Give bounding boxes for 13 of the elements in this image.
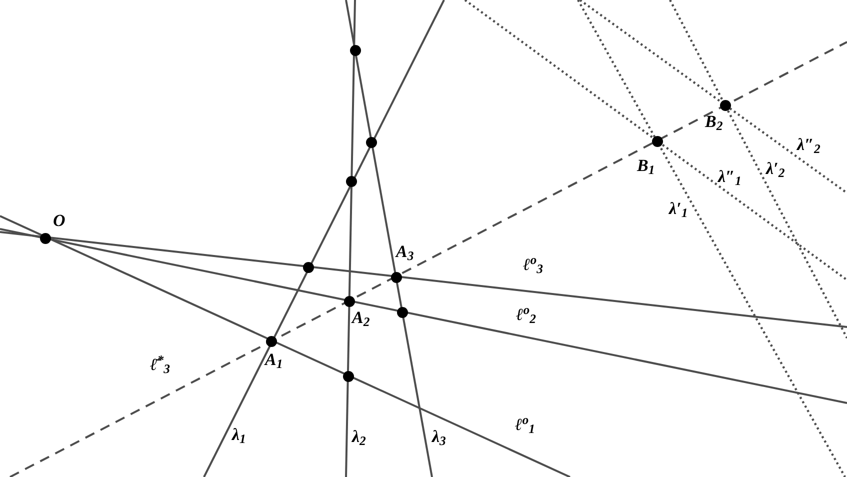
line-label: λ″$_{2}$	[797, 136, 820, 153]
line-label: λ$_{2}$	[352, 428, 366, 445]
point-label: A$_{3}$	[396, 243, 414, 260]
point-label: O	[53, 212, 66, 229]
point-label: B$_{2}$	[705, 113, 723, 130]
line-label: λ$_{3}$	[432, 428, 446, 445]
point-label: B$_{1}$	[637, 157, 655, 174]
line-label: λ′$_{1}$	[669, 200, 688, 217]
point-label: A$_{1}$	[265, 351, 283, 368]
line-label: λ′$_{2}$	[766, 160, 785, 177]
line-label: λ″$_{1}$	[718, 168, 742, 185]
line-label: λ$_{1}$	[232, 426, 246, 443]
point-label: A$_{2}$	[352, 309, 370, 326]
